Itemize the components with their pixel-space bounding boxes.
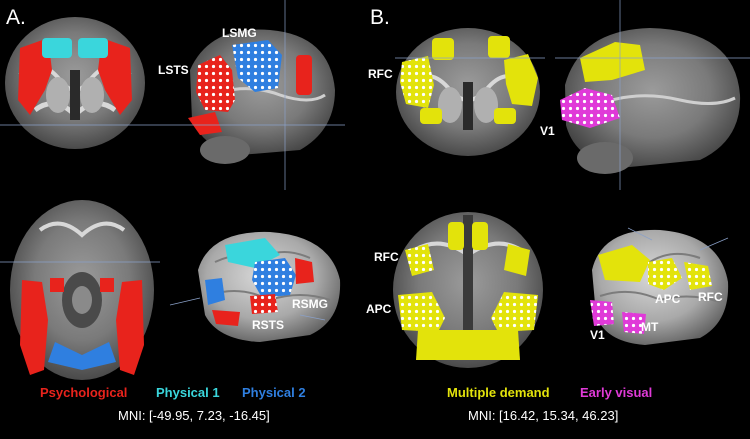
panel-a-letter: A.	[6, 6, 26, 29]
legend-a-physical-1: Physical 1	[156, 385, 220, 400]
legend-b-multiple-demand: Multiple demand	[447, 385, 550, 400]
mni-a: MNI: [-49.95, 7.23, -16.45]	[118, 408, 270, 423]
a-3d-brain	[169, 231, 341, 342]
legend-b-early-visual: Early visual	[580, 385, 653, 400]
a-axial-slice	[0, 200, 160, 380]
panel-b-letter: B.	[370, 6, 390, 29]
label-lsmg: LSMG	[222, 26, 257, 40]
legend-a-physical-2: Physical 2	[242, 385, 306, 400]
label-v1-sagittal: V1	[540, 124, 555, 138]
b-coronal-slice	[395, 28, 545, 156]
label-mt-3d: MT	[641, 320, 659, 334]
label-rfc-3d: RFC	[698, 290, 723, 304]
label-rsmg: RSMG	[292, 297, 328, 311]
label-rfc-axial: RFC	[374, 250, 399, 264]
label-lsts: LSTS	[158, 63, 189, 77]
label-v1-3d: V1	[590, 328, 605, 342]
b-sagittal-slice	[555, 0, 750, 190]
legend-a-psychological: Psychological	[40, 385, 128, 400]
a-sagittal-slice	[160, 0, 345, 190]
b-axial-slice	[393, 212, 543, 368]
mni-b: MNI: [16.42, 15.34, 46.23]	[468, 408, 619, 423]
b-3d-brain	[590, 227, 729, 345]
label-rsts: RSTS	[252, 318, 285, 332]
label-apc-axial: APC	[366, 302, 392, 316]
a-coronal-slice	[0, 17, 160, 149]
label-rfc-coronal: RFC	[368, 67, 393, 81]
label-apc-3d: APC	[655, 292, 681, 306]
